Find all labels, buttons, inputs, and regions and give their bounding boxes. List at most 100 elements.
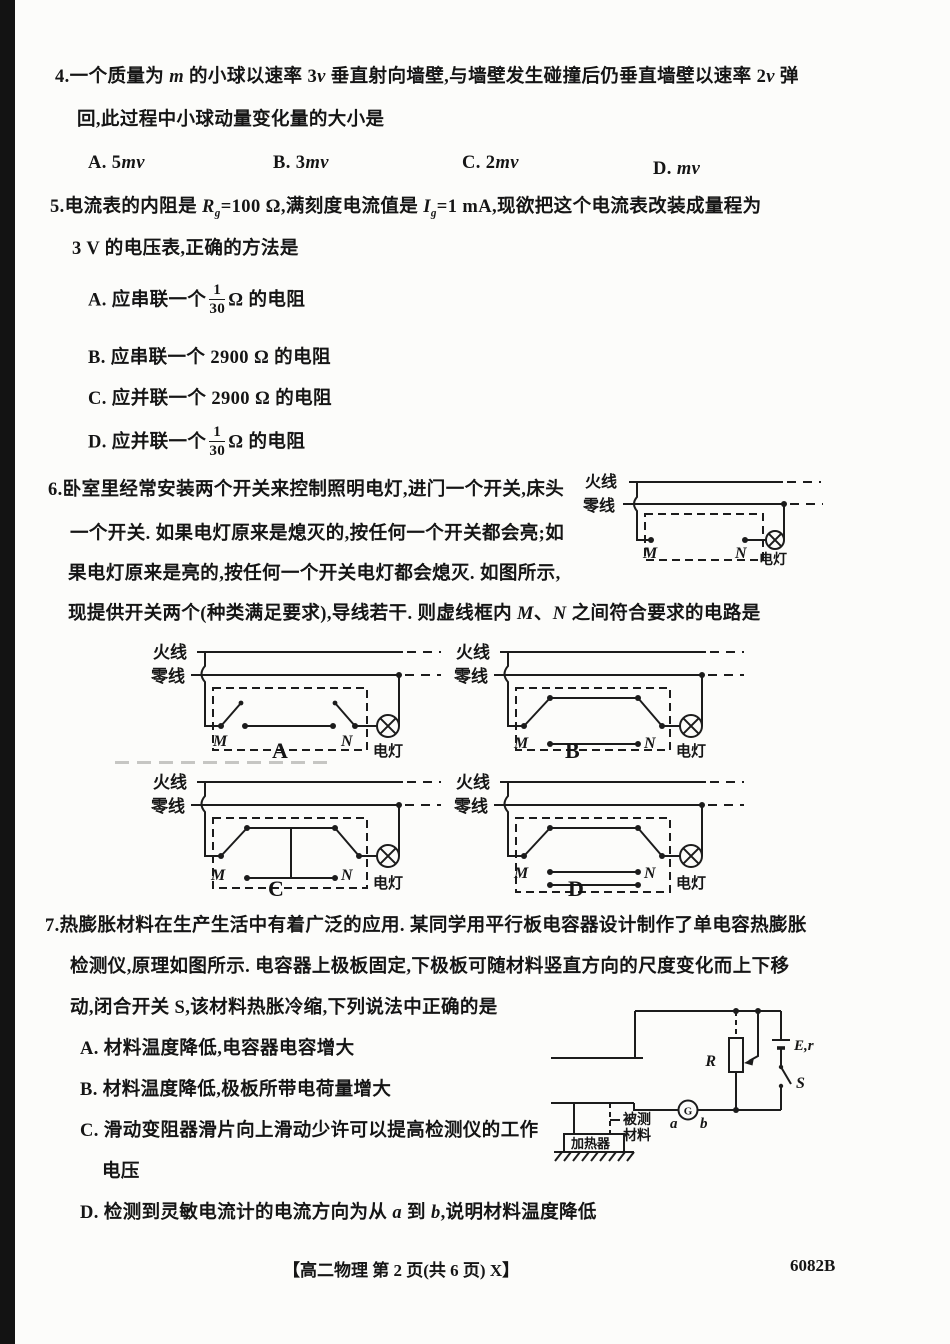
q6-option-c-circuit: 火线 零线 M N 电灯: [150, 772, 441, 892]
terminal-m-label: M: [513, 735, 529, 752]
live-wire-label: 火线: [456, 642, 490, 662]
question-4-option-c: C. 2mv: [462, 153, 519, 173]
switch-blades: [523, 827, 663, 857]
lamp-label: 电灯: [373, 874, 403, 892]
dashed-box: [515, 687, 671, 751]
neutral-wire-label: 零线: [453, 666, 488, 686]
junction-dot: [699, 802, 705, 808]
question-5-line-2: 3 V 的电压表,正确的方法是: [72, 239, 299, 259]
switch-right: [332, 700, 356, 727]
switch-label: S: [796, 1075, 805, 1092]
switch-blades: [523, 697, 663, 727]
scan-binding-edge: [0, 0, 15, 1344]
lamp-icon: [376, 844, 400, 868]
question-7-line-3: 动,闭合开关 S,该材料热胀冷缩,下列说法中正确的是: [70, 998, 498, 1018]
junction-dot: [396, 802, 402, 808]
terminal-m-label: M: [210, 867, 226, 884]
lamp-label: 电灯: [676, 874, 706, 892]
lamp-icon: [765, 530, 785, 550]
question-7-line-1: 7.热膨胀材料在生产生活中有着广泛的应用. 某同学用平行板电容器设计制作了单电容…: [45, 916, 807, 936]
live-wire-label: 火线: [585, 472, 617, 491]
question-7-option-a: A. 材料温度降低,电容器电容增大: [80, 1039, 355, 1059]
dashed-box: [644, 513, 764, 561]
q6-option-d-circuit: 火线 零线 M N 电灯: [453, 772, 744, 893]
terminal-a-label: a: [670, 1116, 678, 1132]
scan-smudge-artifact: [115, 761, 330, 764]
heater-label: 加热器: [570, 1136, 611, 1151]
q6-option-a-circuit: 火线 零线 M N 电灯: [150, 642, 441, 760]
junction-dot: [699, 672, 705, 678]
question-6-line-2: 一个开关. 如果电灯原来是熄灭的,按任何一个开关都会亮;如: [70, 524, 565, 544]
q7-apparatus-circuit: 被测 材料 加热器 G a b R E,r S: [551, 1008, 814, 1162]
question-4-option-b: B. 3mv: [273, 153, 329, 173]
lamp-icon: [679, 714, 703, 738]
terminal-n-label: N: [734, 545, 748, 562]
dashed-box: [212, 687, 368, 751]
lamp-label: 电灯: [676, 742, 706, 760]
q6-option-b-circuit: 火线 零线 M N 电灯: [453, 642, 744, 760]
junction-dot: [781, 501, 787, 507]
battery-icon: [772, 1039, 790, 1050]
question-4-line-1: 4.一个质量为 m 的小球以速率 3v 垂直射向墙壁,与墙壁发生碰撞后仍垂直墙壁…: [55, 67, 799, 87]
question-5-line-1: 5.电流表的内阻是 Rg=100 Ω,满刻度电流值是 Ig=1 mA,现欲把这个…: [50, 197, 762, 220]
terminal-n-label: N: [340, 733, 354, 750]
feed-wire-with-hop: [200, 782, 221, 857]
dashed-box: [212, 817, 368, 889]
question-7-option-c-line-1: C. 滑动变阻器滑片向上滑动少许可以提高检测仪的工作: [80, 1121, 539, 1141]
live-wire-label: 火线: [153, 772, 187, 792]
q6-option-c-letter: C: [268, 876, 284, 901]
feed-wire-with-hop: [633, 482, 651, 541]
rheostat-body: [728, 1037, 744, 1073]
ground-hatching: [554, 1151, 635, 1162]
neutral-wire-label: 零线: [150, 796, 185, 816]
feed-wire-with-hop: [200, 652, 221, 727]
q6-reference-circuit-diagram: 火线 零线 M N 电灯: [582, 472, 823, 568]
question-6-line-1: 6.卧室里经常安装两个开关来控制照明电灯,进门一个开关,床头: [48, 480, 565, 500]
live-wire-label: 火线: [456, 772, 490, 792]
dashed-box: [515, 817, 671, 893]
question-7-line-2: 检测仪,原理如图所示. 电容器上极板固定,下极板可随材料竖直方向的尺度变化而上下…: [70, 957, 790, 977]
footer-page-info: 【高二物理 第 2 页(共 6 页) X】: [283, 1261, 520, 1280]
terminal-n-label: N: [643, 865, 657, 882]
terminal-n-label: N: [340, 867, 354, 884]
footer-paper-code: 6082B: [790, 1256, 836, 1275]
feed-wire-with-hop: [503, 652, 524, 727]
question-4-option-a: A. 5mv: [88, 153, 145, 173]
neutral-wire-label: 零线: [453, 796, 488, 816]
contact-dot: [330, 723, 336, 729]
question-4-option-d: D. mv: [653, 159, 701, 179]
terminal-n-label: N: [643, 735, 657, 752]
terminal-m-dot: [648, 537, 654, 543]
question-5-option-c: C. 应并联一个 2900 Ω 的电阻: [88, 389, 332, 409]
neutral-wire-label: 零线: [582, 496, 615, 515]
q6-option-b-letter: B: [565, 738, 580, 763]
terminal-m-label: M: [212, 733, 228, 750]
lamp-icon: [376, 714, 400, 738]
terminal-b-label: b: [700, 1116, 708, 1132]
question-6-line-3: 果电灯原来是亮的,按任何一个开关电灯都会熄灭. 如图所示,: [68, 564, 561, 584]
feed-wire-with-hop: [503, 782, 524, 857]
junction-dot: [396, 672, 402, 678]
material-label-line-1: 被测: [623, 1111, 651, 1128]
switch-blades: [220, 827, 360, 857]
lamp-label: 电灯: [759, 551, 787, 568]
terminal-m-label: M: [513, 865, 529, 882]
galvanometer-icon: G: [677, 1099, 699, 1121]
q6-option-a-letter: A: [272, 738, 288, 763]
question-4-line-2: 回,此过程中小球动量变化量的大小是: [77, 110, 385, 130]
switch-left: [220, 700, 244, 727]
question-7-option-c-line-2: 电压: [102, 1162, 140, 1182]
svg-text:G: G: [684, 1106, 693, 1118]
neutral-wire-label: 零线: [150, 666, 185, 686]
battery-label: E,r: [793, 1038, 814, 1054]
rheostat-label: R: [704, 1053, 716, 1070]
lower-plate-lead: [633, 1103, 678, 1111]
lamp-label: 电灯: [373, 742, 403, 760]
q6-option-d-letter: D: [568, 876, 584, 901]
terminal-m-label: M: [642, 545, 658, 562]
lamp-icon: [679, 844, 703, 868]
switch-icon: [778, 1064, 792, 1089]
